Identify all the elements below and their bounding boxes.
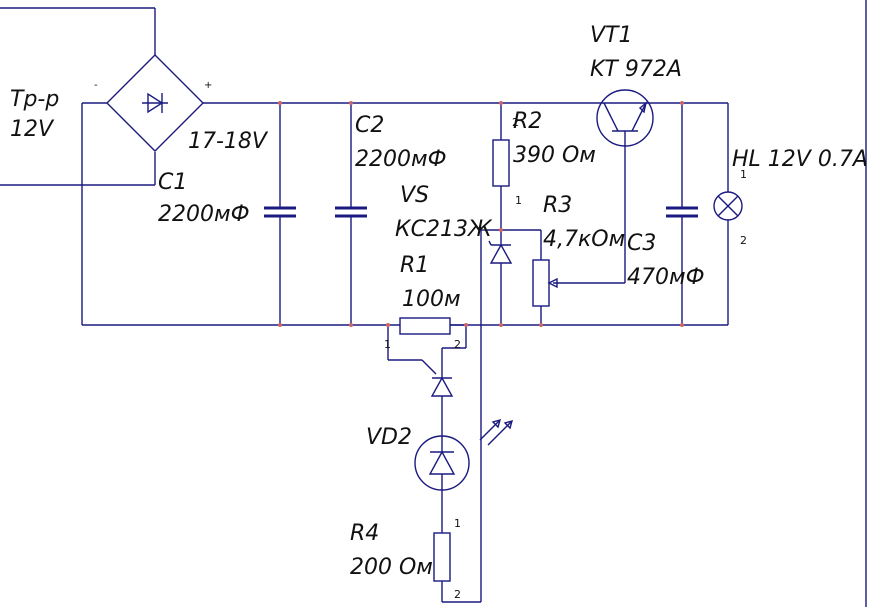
label-r3-name: R3: [543, 193, 572, 218]
diode-bridge: [106, 54, 204, 152]
label-transformer-1: Тр-р: [10, 87, 59, 112]
zener-diode-vs: [487, 229, 541, 325]
label-bridge-minus: -: [94, 80, 98, 91]
label-c3-name: C3: [627, 231, 656, 256]
label-vs-name: VS: [400, 183, 429, 208]
label-transformer-2: 12V: [10, 117, 55, 142]
label-r2-value: 390 Ом: [513, 143, 596, 168]
label-c1-name: C1: [158, 170, 187, 195]
led-vd2: [414, 418, 514, 491]
junction-nodes: [278, 101, 684, 327]
pin-hl-top: 1: [740, 168, 747, 181]
capacitor-c3: [666, 103, 698, 325]
thyristor-branch: [388, 347, 466, 436]
label-c2-name: C2: [355, 113, 384, 138]
label-c3-value: 470мФ: [627, 265, 705, 290]
label-c2-value: 2200мФ: [355, 147, 447, 172]
pin-hl-bottom: 2: [740, 234, 747, 247]
label-c1-value: 2200мФ: [158, 202, 250, 227]
lamp-hl: [713, 103, 743, 325]
label-vt1-name: VT1: [590, 23, 633, 48]
label-r4-value: 200 Ом: [350, 555, 433, 580]
pin-r2-bottom: 1: [515, 194, 522, 207]
resistor-r4: [433, 229, 487, 603]
label-r1-name: R1: [400, 253, 429, 278]
capacitor-c1: [264, 103, 296, 325]
label-r3-value: 4,7кОм: [543, 227, 625, 252]
label-hl: HL 12V 0.7A: [732, 147, 868, 172]
label-r4-name: R4: [350, 521, 379, 546]
resistor-r1: [387, 317, 467, 360]
label-bridge-voltage: 17-18V: [188, 129, 269, 154]
potentiometer-r3: [532, 230, 625, 325]
pin-r2-top: 2: [512, 116, 519, 129]
label-vd2: VD2: [366, 425, 412, 450]
label-vt1-value: KT 972A: [590, 57, 682, 82]
resistor-r2: [492, 103, 510, 230]
pin-r4-top: 1: [454, 517, 461, 530]
pin-r1-right: 2: [454, 338, 461, 351]
transistor-vt1: [596, 89, 654, 283]
capacitor-c2: [335, 103, 367, 325]
label-r2-name: R2: [513, 109, 542, 134]
pin-r4-bottom: 2: [454, 588, 461, 601]
label-bridge-plus: +: [204, 80, 212, 91]
label-r1-value: 100м: [402, 287, 461, 312]
pin-r1-left: 1: [384, 338, 391, 351]
label-vs-value: КС213Ж: [395, 217, 493, 242]
